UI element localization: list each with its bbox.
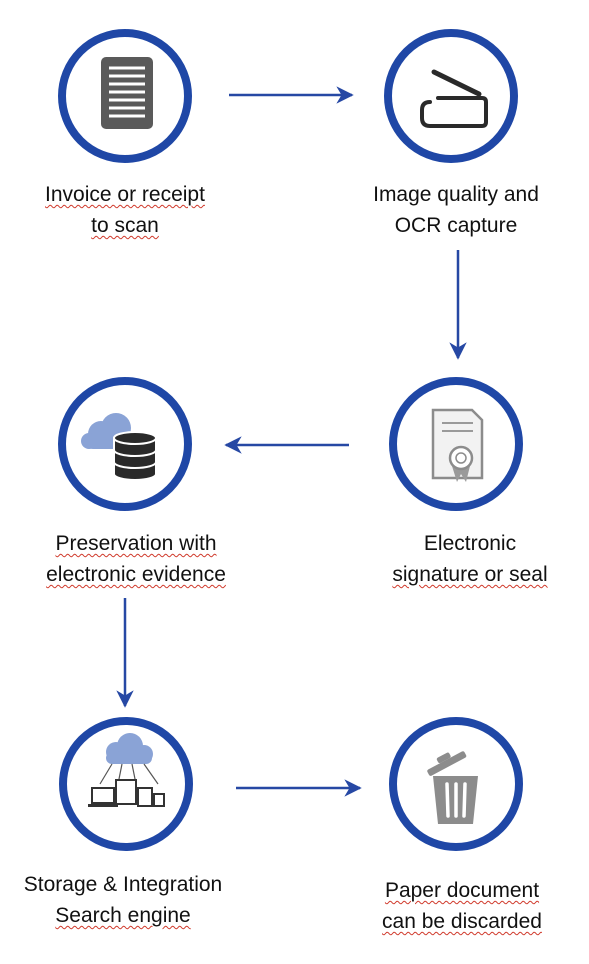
scanner-icon — [420, 69, 488, 128]
step-label-scan: Invoice or receipt to scan — [15, 179, 235, 241]
label-line: OCR capture — [394, 214, 518, 237]
step-signature-node — [389, 377, 523, 511]
flow-arrows — [116, 86, 467, 797]
step-label-storage: Storage & Integration Search engine — [0, 869, 246, 931]
step-preserve-node — [58, 377, 192, 511]
label-line: can be discarded — [382, 910, 542, 933]
label-line: Search engine — [55, 904, 191, 927]
label-line: Image quality and — [373, 183, 539, 206]
label-line: Storage & Integration — [23, 873, 223, 896]
document-icon — [101, 57, 153, 129]
label-line: Preservation with — [55, 532, 217, 555]
step-storage-node — [59, 717, 193, 851]
step-scan-node — [58, 29, 192, 163]
step-label-signature: Electronic signature or seal — [358, 528, 582, 590]
cloud-database-icon — [81, 413, 157, 481]
trash-icon — [427, 751, 478, 824]
step-label-ocr: Image quality and OCR capture — [346, 179, 566, 241]
step-discard-node — [389, 717, 523, 851]
cloud-devices-icon — [88, 733, 165, 807]
label-line: signature or seal — [392, 563, 548, 586]
label-line: electronic evidence — [46, 563, 226, 586]
step-label-preserve: Preservation with electronic evidence — [21, 528, 251, 590]
certificate-icon — [431, 408, 484, 482]
step-label-discard: Paper document can be discarded — [352, 875, 572, 937]
label-line: Paper document — [384, 879, 540, 902]
step-ocr-node — [384, 29, 518, 163]
label-line: Electronic — [423, 532, 517, 555]
label-line: to scan — [91, 214, 159, 237]
label-line: Invoice or receipt — [45, 183, 205, 206]
